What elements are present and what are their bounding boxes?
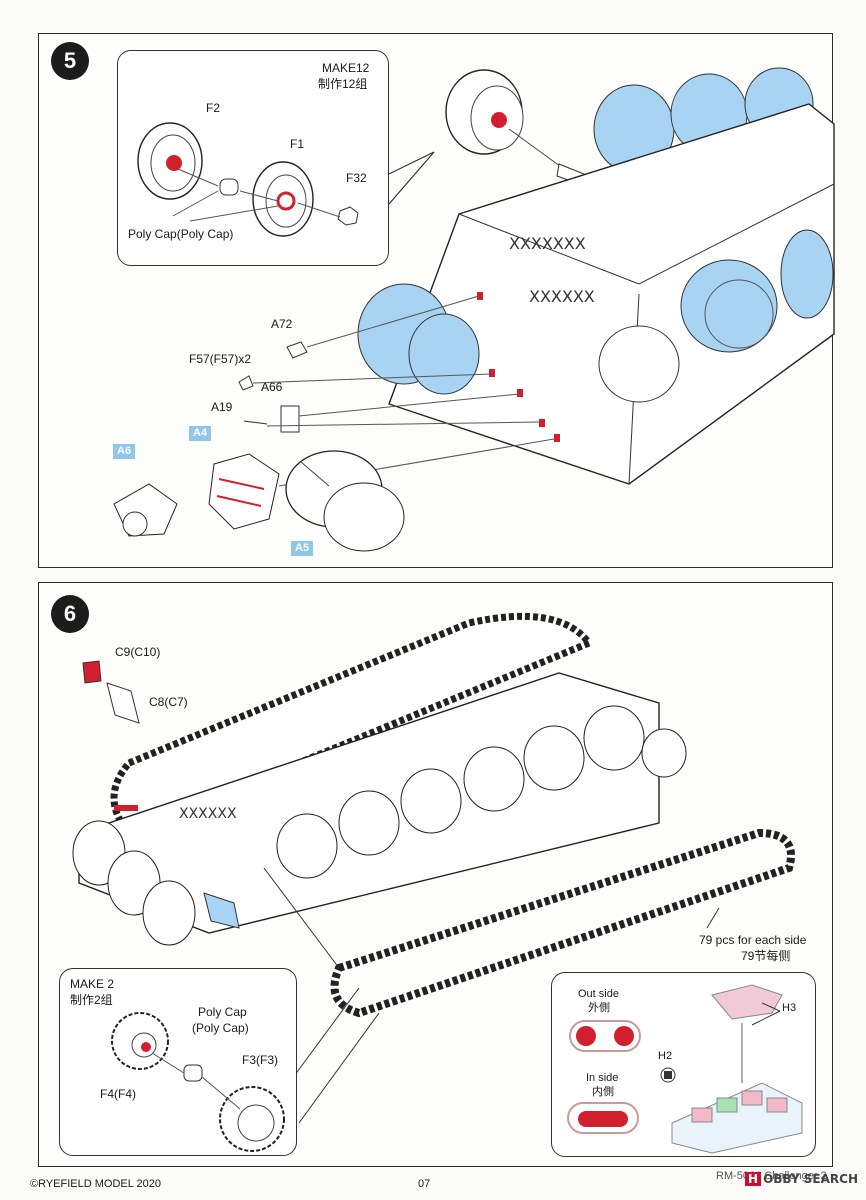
copyright: ©RYEFIELD MODEL 2020 [30, 1178, 161, 1190]
part-label-f4: F4(F4) [100, 1087, 136, 1101]
poly-cap-label-2: (Poly Cap) [192, 1021, 249, 1035]
make-count-cn: 制作12组 [318, 77, 368, 91]
part-label-f32: F32 [346, 171, 367, 185]
step-number: 5 [51, 42, 89, 80]
part-label-h2: H2 [658, 1050, 673, 1062]
step-5-panel: 5 MAKE12 制作12组 F2 F1 F32 Poly Cap(Poly C… [38, 33, 835, 568]
step-6-panel: 6 C9(C10) C8(C7) XXXXXX 79 pcs for each … [38, 582, 833, 1167]
in-side-label: In side [586, 1072, 619, 1084]
watermark-text: OBBY SEARCH [763, 1172, 858, 1186]
track-assembly-drawing: XXXXXX [72, 612, 795, 1124]
part-tag-a5: A5 [291, 541, 314, 556]
part-tag-a6: A6 [113, 444, 136, 459]
track-link-drawing [567, 984, 803, 1154]
part-label-c9: C9(C10) [115, 645, 161, 659]
poly-cap-label: Poly Cap [198, 1005, 247, 1019]
step-number: 6 [51, 595, 89, 633]
page-number: 07 [418, 1178, 431, 1190]
part-label-f57: F57(F57)x2 [189, 352, 252, 366]
svg-text:XXXXXXX: XXXXXXX [509, 234, 586, 253]
part-label-a19: A19 [211, 400, 233, 414]
part-label-f2: F2 [206, 101, 221, 115]
svg-text:XXXXXX: XXXXXX [529, 287, 595, 306]
watermark-logo: H [745, 1172, 762, 1186]
part-tag-a4: A4 [189, 426, 212, 441]
svg-text:XXXXXX: XXXXXX [179, 806, 237, 822]
sprocket-exploded-drawing [111, 1012, 285, 1152]
sprocket-inset: MAKE 2 制作2组 Poly Cap (Poly Cap) F3(F3) F… [59, 968, 297, 1156]
part-label-f1: F1 [290, 137, 305, 151]
hull-assembly-drawing: XXXXXXX XXXXXX [113, 67, 835, 552]
wheel-assembly-inset: MAKE12 制作12组 F2 F1 F32 Poly Cap(Poly Cap… [117, 50, 389, 266]
track-count-cn: 79节每侧 [741, 949, 791, 963]
part-label-a66: A66 [261, 380, 283, 394]
part-label-h3: H3 [782, 1002, 797, 1014]
wheel-exploded-drawing [137, 122, 359, 237]
track-count: 79 pcs for each side [699, 933, 807, 947]
poly-cap-label: Poly Cap(Poly Cap) [128, 227, 234, 241]
out-side-label-cn: 外側 [588, 1002, 610, 1014]
make-count: MAKE 2 [70, 977, 115, 991]
product-code: RM-5062 Challenger 2 [716, 1170, 827, 1182]
part-label-f3: F3(F3) [242, 1053, 278, 1067]
make-count: MAKE12 [322, 61, 370, 75]
part-label-c8: C8(C7) [149, 695, 188, 709]
make-count-cn: 制作2组 [70, 993, 113, 1007]
track-link-inset: Out side 外側 In side 内側 H2 H3 H1 [551, 972, 816, 1157]
part-label-a72: A72 [271, 317, 293, 331]
in-side-label-cn: 内側 [592, 1086, 614, 1098]
out-side-label: Out side [578, 988, 619, 1000]
